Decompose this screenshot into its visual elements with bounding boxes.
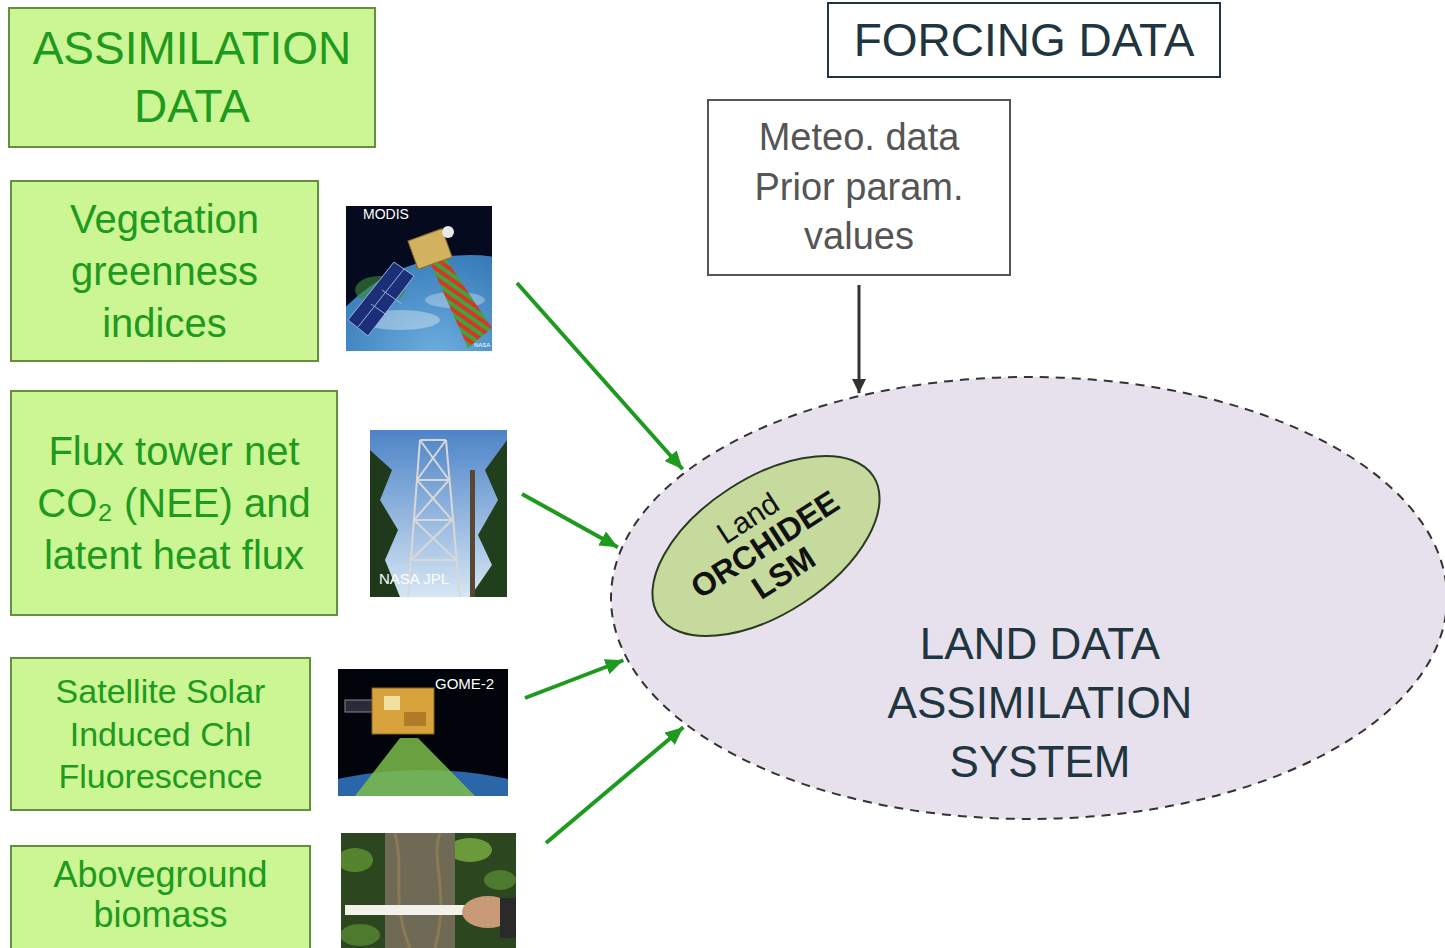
node-text: ASSIMILATION DATA [20, 20, 364, 135]
satellite-body [372, 688, 434, 734]
scan-beam [430, 256, 492, 348]
biomass-picture [341, 833, 516, 948]
arrow-connector [517, 283, 683, 469]
swath [355, 738, 475, 796]
satellite-dish [442, 226, 454, 238]
node-text: FORCING DATA [835, 15, 1213, 66]
drawing-part [417, 480, 452, 520]
section-header-box: FORCING DATA [827, 2, 1221, 78]
gome-picture [338, 669, 508, 796]
forcing-box: Meteo. data Prior param. values [707, 99, 1011, 276]
data-box: Vegetation greenness indices [10, 180, 319, 362]
picture-label: GOME-2 [435, 676, 494, 693]
panel-grid [382, 290, 402, 304]
picture-credit: NASA [474, 342, 490, 349]
node-text: LAND DATA ASSIMILATION SYSTEM [810, 615, 1270, 792]
tree-trunk [470, 470, 475, 597]
node-text: Flux tower net CO₂ (NEE) and latent heat… [22, 425, 326, 581]
node-text: Aboveground biomass [20, 855, 301, 936]
modis-picture [346, 206, 492, 351]
arrow-connector [522, 494, 618, 547]
panel-grid [358, 269, 404, 327]
satellite-detail [384, 696, 400, 710]
picture-credit: NASA JPL [379, 571, 449, 588]
sky [370, 430, 507, 597]
trees [470, 440, 507, 597]
data-box: Aboveground biomass [10, 845, 311, 948]
solar-panel [345, 700, 373, 712]
leaves [484, 870, 516, 890]
picture-label: MODIS [363, 207, 409, 222]
node-text: Vegetation greenness indices [22, 193, 307, 349]
node-text: Meteo. data Prior param. values [719, 113, 999, 261]
panel-grid [371, 304, 391, 318]
solar-panel [348, 262, 414, 336]
model-ellipse-shape [622, 419, 911, 672]
vine [395, 833, 410, 948]
forest-ground [341, 833, 516, 948]
arrow-connector [858, 285, 861, 393]
leaves [341, 924, 380, 946]
drawing-part [420, 439, 446, 441]
arrow-connector [546, 727, 683, 843]
vine [435, 833, 441, 948]
leaves [341, 848, 373, 872]
drawing-part [414, 519, 452, 521]
data-box: Satellite Solar Induced Chl Fluorescence [10, 657, 311, 811]
drawing-part [414, 520, 456, 560]
section-header-box: ASSIMILATION DATA [8, 7, 376, 148]
drawing-part [420, 440, 449, 480]
flux-tower-picture [370, 430, 507, 597]
drawing-part [417, 440, 446, 480]
drawing-part [417, 479, 449, 481]
satellite-detail [404, 712, 426, 726]
drawing-part [411, 520, 452, 560]
sleeve [500, 898, 516, 938]
system-ellipse: LAND DATA ASSIMILATION SYSTEMLandORCHIDE… [609, 375, 1445, 821]
data-box: Flux tower net CO₂ (NEE) and latent heat… [10, 390, 338, 616]
drawing-part [414, 480, 449, 520]
arrow-connector [525, 660, 623, 698]
drawing-part [411, 559, 456, 561]
system-ellipse-shape [611, 377, 1445, 819]
node-text: Satellite Solar Induced Chl Fluorescence [22, 670, 299, 798]
tree-trunk [385, 833, 455, 948]
